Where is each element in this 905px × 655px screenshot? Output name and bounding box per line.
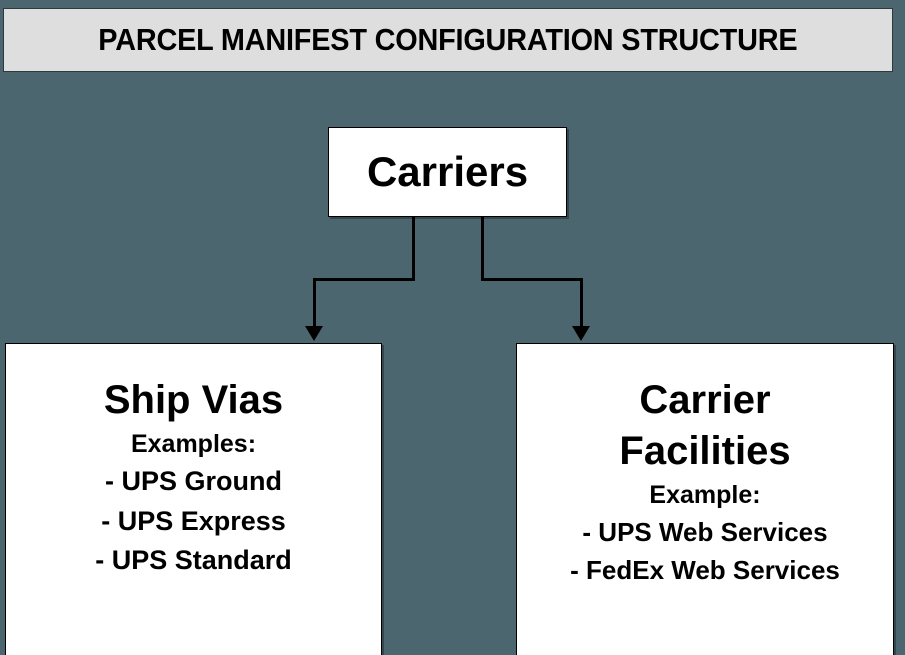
page-title-bar: PARCEL MANIFEST CONFIGURATION STRUCTURE: [3, 8, 893, 72]
connector-right-horizontal: [481, 278, 583, 281]
node-ship-vias-title: Ship Vias: [103, 378, 284, 422]
page-title: PARCEL MANIFEST CONFIGURATION STRUCTURE: [98, 22, 798, 57]
node-carrier-facilities-title-line1: Carrier: [639, 378, 771, 422]
connector-left-stem: [412, 216, 415, 281]
list-item: - UPS Ground: [105, 466, 282, 497]
node-carriers-title: Carriers: [366, 147, 529, 195]
node-ship-vias-examples: - UPS Ground - UPS Express - UPS Standar…: [6, 462, 381, 581]
node-carriers[interactable]: Carriers: [328, 127, 567, 217]
connector-right-drop: [580, 278, 583, 328]
node-ship-vias-subtitle: Examples:: [130, 429, 257, 458]
connector-left-drop: [313, 278, 316, 328]
node-carrier-facilities-subtitle: Example:: [649, 480, 761, 509]
node-carrier-facilities-title-line2: Facilities: [619, 428, 791, 473]
node-ship-vias[interactable]: Ship Vias Examples: - UPS Ground - UPS E…: [5, 343, 382, 655]
node-carrier-facilities-examples: - UPS Web Services - FedEx Web Services: [517, 513, 893, 589]
list-item: - UPS Express: [101, 505, 286, 536]
connector-right-stem: [481, 216, 484, 281]
arrowhead-left-icon: [305, 326, 323, 341]
connector-left-horizontal: [313, 278, 415, 281]
list-item: - UPS Standard: [95, 545, 292, 576]
list-item: - FedEx Web Services: [570, 555, 840, 586]
arrowhead-right-icon: [572, 326, 590, 341]
list-item: - UPS Web Services: [582, 516, 828, 547]
node-carrier-facilities[interactable]: Carrier Facilities Example: - UPS Web Se…: [516, 343, 894, 655]
